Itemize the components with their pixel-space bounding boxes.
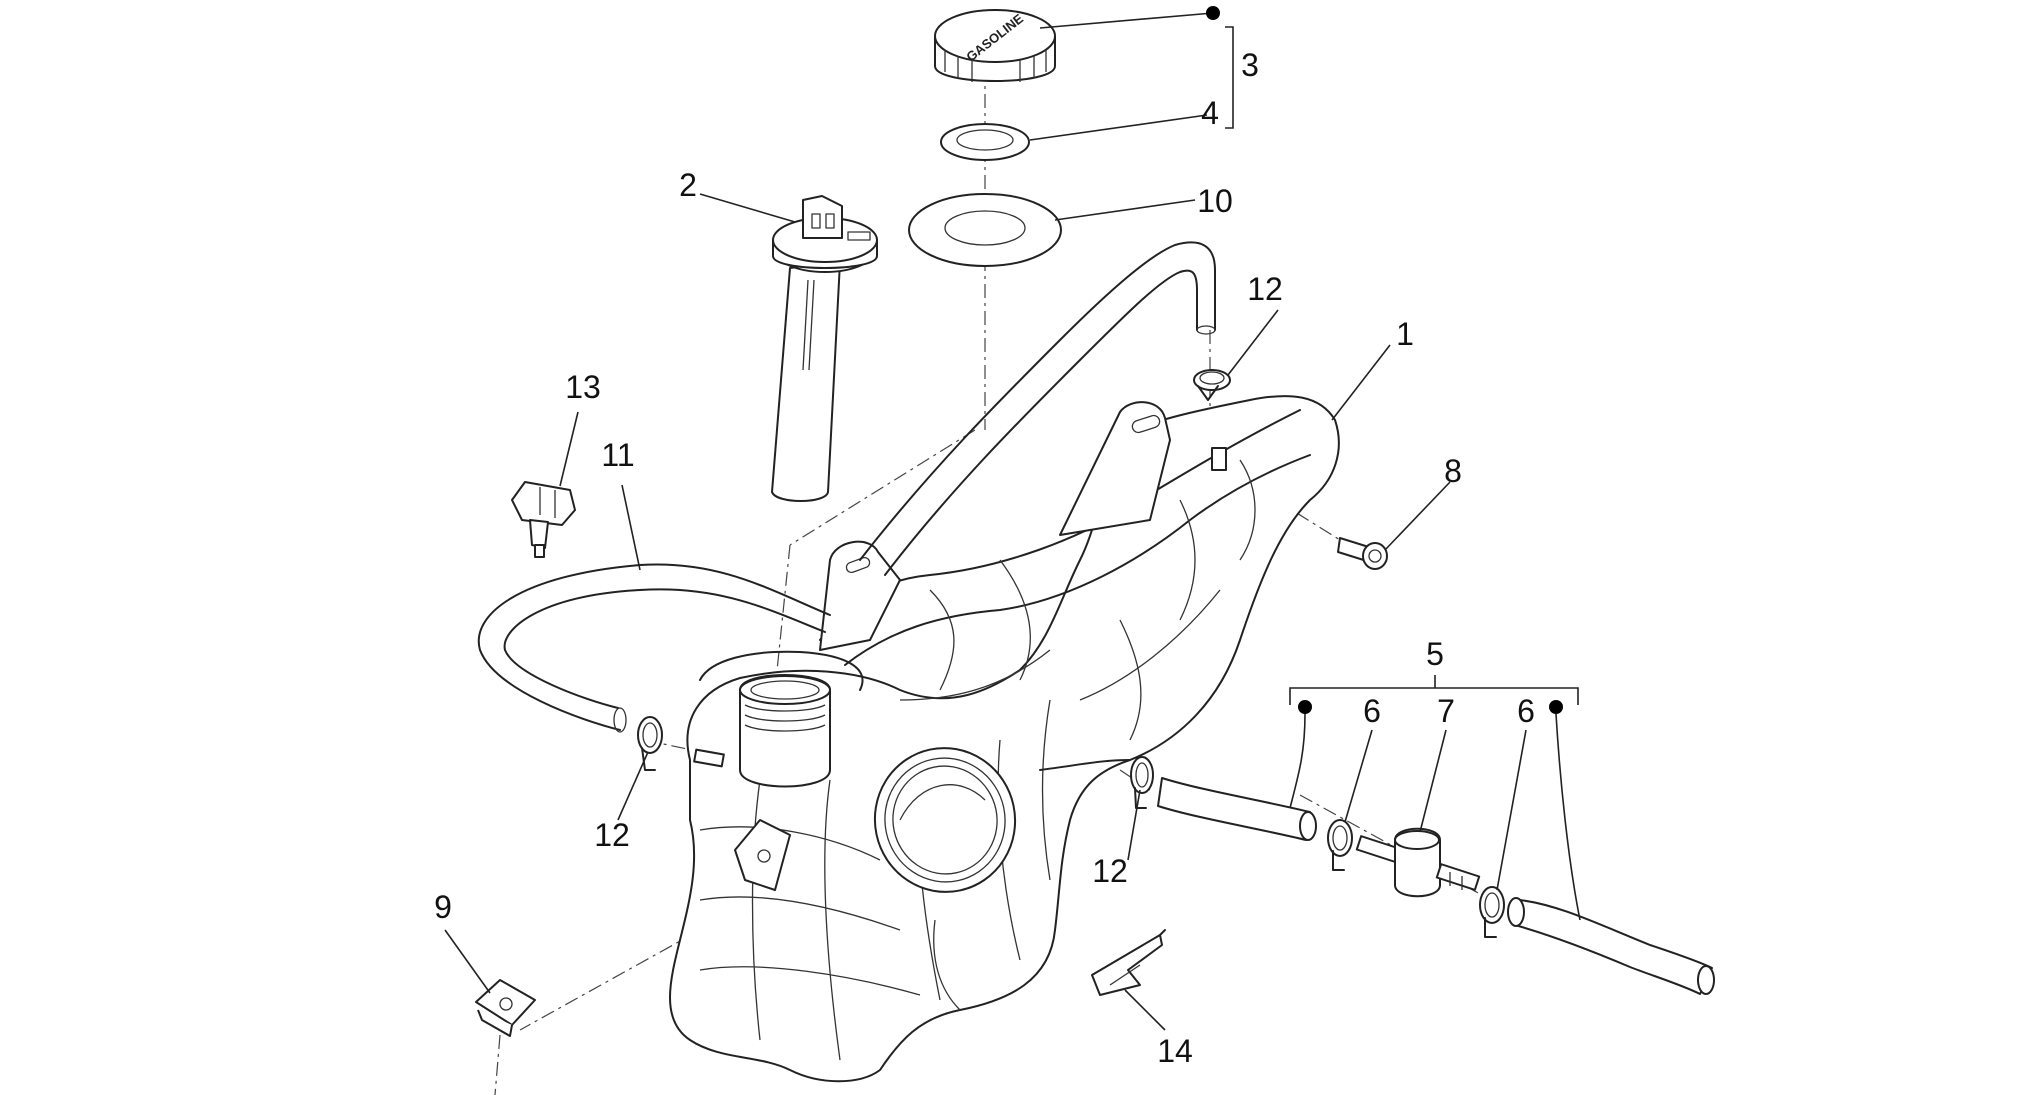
breather-hose (477, 563, 831, 733)
callout-12-middle: 12 (1092, 853, 1128, 889)
callout-12-left: 12 (594, 817, 630, 853)
callout-11: 11 (601, 437, 634, 473)
callout-3: 3 (1241, 47, 1259, 83)
bracket-clip (1091, 929, 1166, 996)
mounting-screw (1337, 537, 1388, 570)
callout-13: 13 (565, 369, 601, 405)
callout-4: 4 (1201, 95, 1219, 131)
callout-14: 14 (1157, 1033, 1193, 1069)
hose-clamp-top (1193, 369, 1231, 401)
tank-seal (908, 193, 1062, 267)
clip-nut (475, 979, 536, 1037)
leader-lines (444, 6, 1581, 1031)
part-callouts: 1 2 3 4 5 6 7 6 8 9 10 11 12 12 12 13 14 (434, 47, 1535, 1069)
callout-10: 10 (1197, 183, 1233, 219)
fuel-cap: GASOLINE (934, 9, 1056, 82)
fuel-hose-long (1507, 897, 1715, 995)
callout-7: 7 (1437, 693, 1455, 729)
callout-6a: 6 (1363, 693, 1381, 729)
vent-hose (859, 241, 1216, 576)
fuel-level-sender (771, 195, 878, 502)
callout-1: 1 (1396, 316, 1414, 352)
hose-clamp-right-b (1479, 886, 1505, 938)
cap-gasket (940, 123, 1030, 161)
hose-clamp-right-a (1327, 819, 1353, 871)
hose-clamp-left (637, 716, 663, 771)
hose-clamp-middle (1130, 756, 1154, 809)
callout-6b: 6 (1517, 693, 1535, 729)
callout-9: 9 (434, 889, 452, 925)
callout-5: 5 (1426, 636, 1444, 672)
callout-12-top: 12 (1247, 271, 1283, 307)
rollover-valve (511, 481, 576, 558)
fuel-hose-short (1157, 777, 1317, 841)
callout-2: 2 (679, 167, 697, 203)
fuel-tank (669, 395, 1340, 1083)
inline-filter (1355, 827, 1481, 898)
callout-8: 8 (1444, 453, 1462, 489)
